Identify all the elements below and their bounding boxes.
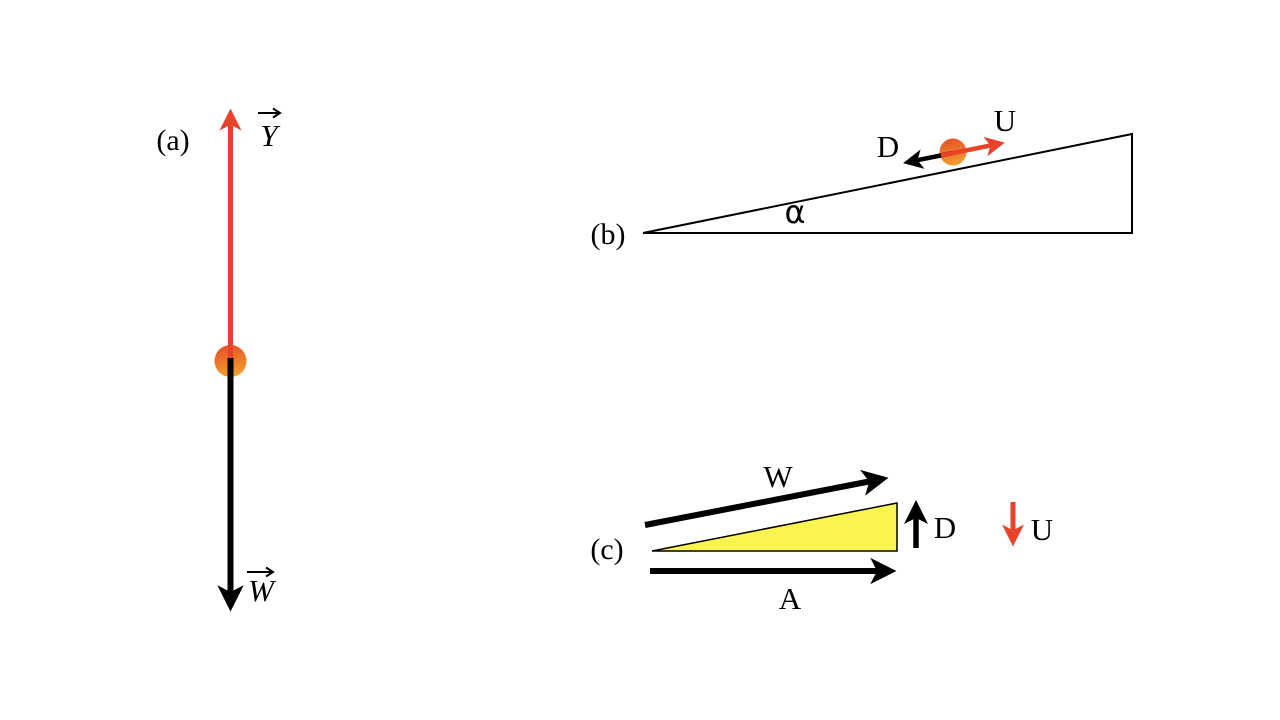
down-vector-label-u: U bbox=[1031, 512, 1053, 547]
panel-b: (b) α D U bbox=[591, 103, 1133, 251]
yellow-wedge-triangle bbox=[651, 502, 898, 552]
up-vector-label-d: D bbox=[934, 510, 956, 545]
panel-b-label: (b) bbox=[591, 218, 626, 251]
downhill-label-d: D bbox=[877, 129, 899, 164]
horizontal-vector-label-a: A bbox=[779, 581, 802, 616]
vector-w-label: W bbox=[248, 573, 277, 608]
panel-a: (a) Y W bbox=[156, 107, 282, 612]
vector-y-label: Y bbox=[260, 118, 280, 153]
incline-angle-label: α bbox=[784, 193, 805, 231]
vector-hat-arrow-w bbox=[247, 566, 275, 578]
incline-triangle bbox=[642, 132, 1133, 234]
uphill-force-arrow-u bbox=[940, 136, 1005, 158]
slanted-vector-label-w: W bbox=[763, 459, 793, 494]
panel-c: (c) W A D U bbox=[590, 459, 1053, 616]
panel-c-label: (c) bbox=[590, 533, 623, 566]
panel-a-label: (a) bbox=[156, 124, 189, 157]
vector-hat-arrow-y bbox=[258, 107, 282, 119]
slanted-vector-arrow-w bbox=[644, 469, 889, 528]
uphill-label-u: U bbox=[994, 103, 1016, 138]
